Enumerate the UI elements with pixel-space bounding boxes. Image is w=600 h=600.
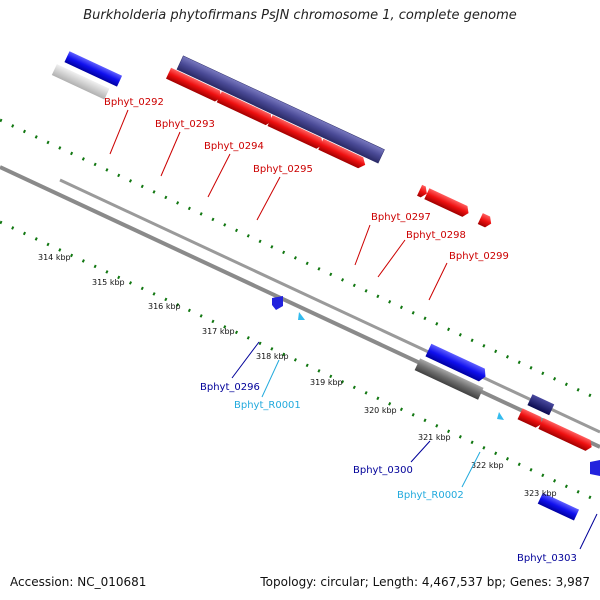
- gc-track-inner: [0, 220, 600, 504]
- gene-red-right-a[interactable]: [517, 408, 545, 429]
- rna-label[interactable]: Bphyt_R0002: [397, 490, 464, 501]
- label-leaders: [109, 109, 598, 550]
- gene-bphyt-0296-marker[interactable]: [272, 296, 283, 310]
- map-title: Burkholderia phytofirmans PsJN chromosom…: [83, 8, 517, 23]
- rna-label[interactable]: Bphyt_R0001: [234, 400, 301, 411]
- gc-track-outer: [0, 118, 600, 402]
- tick-label: 314 kbp: [38, 253, 71, 262]
- gene-partial-grey[interactable]: [51, 64, 110, 100]
- tick-label: 323 kbp: [524, 489, 557, 498]
- gene-red-right-b[interactable]: [538, 418, 594, 453]
- rna-bphyt-r0002-marker[interactable]: [497, 412, 504, 420]
- gene-partial-blue[interactable]: [64, 51, 123, 87]
- gene-track: [51, 51, 494, 229]
- tick-label: 320 kbp: [364, 406, 397, 415]
- gene-label[interactable]: Bphyt_0297: [371, 212, 431, 223]
- gene-bphyt-0293[interactable]: [216, 91, 275, 126]
- gene-bphyt-0303[interactable]: [537, 492, 580, 521]
- tick-label: 317 kbp: [202, 327, 235, 336]
- gene-label[interactable]: Bphyt_0303: [517, 553, 577, 564]
- gene-bphyt-0299[interactable]: [477, 213, 494, 229]
- gene-label[interactable]: Bphyt_0295: [253, 164, 313, 175]
- gene-bphyt-0297a[interactable]: [417, 184, 429, 199]
- backbone-line-outer: [59, 178, 600, 434]
- gene-label[interactable]: Bphyt_0293: [155, 119, 215, 130]
- gene-bphyt-0298[interactable]: [424, 188, 471, 218]
- tick-label: 322 kbp: [471, 461, 504, 470]
- cds-overlay-bar[interactable]: [176, 55, 385, 164]
- gene-bphyt-0295[interactable]: [318, 138, 367, 171]
- tick-label: 318 kbp: [256, 352, 289, 361]
- gene-right-blue-marker[interactable]: [590, 460, 600, 476]
- tick-label: 315 kbp: [92, 278, 125, 287]
- kbp-ticks: 314 kbp 315 kbp 316 kbp 317 kbp 318 kbp …: [38, 253, 557, 498]
- gene-label[interactable]: Bphyt_0294: [204, 141, 264, 152]
- rna-bphyt-r0001-marker[interactable]: [298, 312, 305, 320]
- tick-label: 316 kbp: [148, 302, 181, 311]
- gene-navy[interactable]: [527, 394, 555, 416]
- gene-label[interactable]: Bphyt_0299: [449, 251, 509, 262]
- gene-track-right: [414, 343, 594, 521]
- gene-bphyt-0294[interactable]: [267, 115, 326, 150]
- gene-bphyt-0300-grey[interactable]: [414, 358, 484, 400]
- tick-label: 319 kbp: [310, 378, 343, 387]
- gene-bphyt-0300[interactable]: [425, 343, 488, 383]
- gene-label[interactable]: Bphyt_0298: [406, 230, 466, 241]
- gene-labels: Bphyt_0292 Bphyt_0293 Bphyt_0294 Bphyt_0…: [104, 97, 577, 564]
- gene-label[interactable]: Bphyt_0292: [104, 97, 164, 108]
- gene-label[interactable]: Bphyt_0296: [200, 382, 260, 393]
- backbone-line: [0, 165, 600, 449]
- accession-text: Accession: NC_010681: [10, 575, 147, 589]
- gene-bphyt-0292[interactable]: [166, 67, 224, 103]
- genome-summary-text: Topology: circular; Length: 4,467,537 bp…: [260, 575, 590, 589]
- tick-label: 321 kbp: [418, 433, 451, 442]
- gene-label[interactable]: Bphyt_0300: [353, 465, 413, 476]
